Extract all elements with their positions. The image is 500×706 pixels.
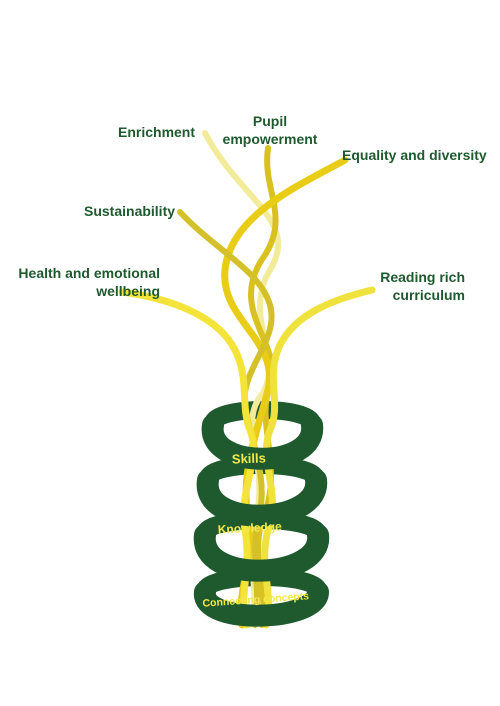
spiral-coil-3	[193, 524, 329, 582]
spiral-label-skills: Skills	[232, 450, 266, 466]
label-enrichment: Enrichment	[118, 124, 196, 140]
label-health-line2: wellbeing	[96, 283, 160, 299]
label-reading-line1: Reading rich	[380, 269, 465, 285]
spiral	[193, 414, 329, 627]
label-reading-rich-curriculum: Reading rich curriculum	[375, 268, 465, 304]
spiral-coil-4	[194, 581, 329, 627]
label-equality-and-diversity: Equality and diversity	[342, 147, 487, 163]
spiral-coil-2	[196, 469, 328, 527]
strand-health-and-emotional-wellbeing	[118, 288, 257, 629]
label-sustainability: Sustainability	[84, 203, 176, 219]
label-reading-line2: curriculum	[392, 287, 465, 303]
spiral-label-knowledge: Knowledge	[217, 519, 282, 536]
label-pupil-empowerment: Pupil empowerment	[215, 112, 325, 148]
spiral-coil-1	[201, 414, 324, 470]
label-pupil-empowerment-line2: empowerment	[222, 131, 318, 147]
label-health-and-emotional-wellbeing: Health and emotional wellbeing	[10, 264, 160, 300]
label-health-line1: Health and emotional	[18, 265, 160, 281]
label-pupil-empowerment-line1: Pupil	[252, 113, 288, 129]
